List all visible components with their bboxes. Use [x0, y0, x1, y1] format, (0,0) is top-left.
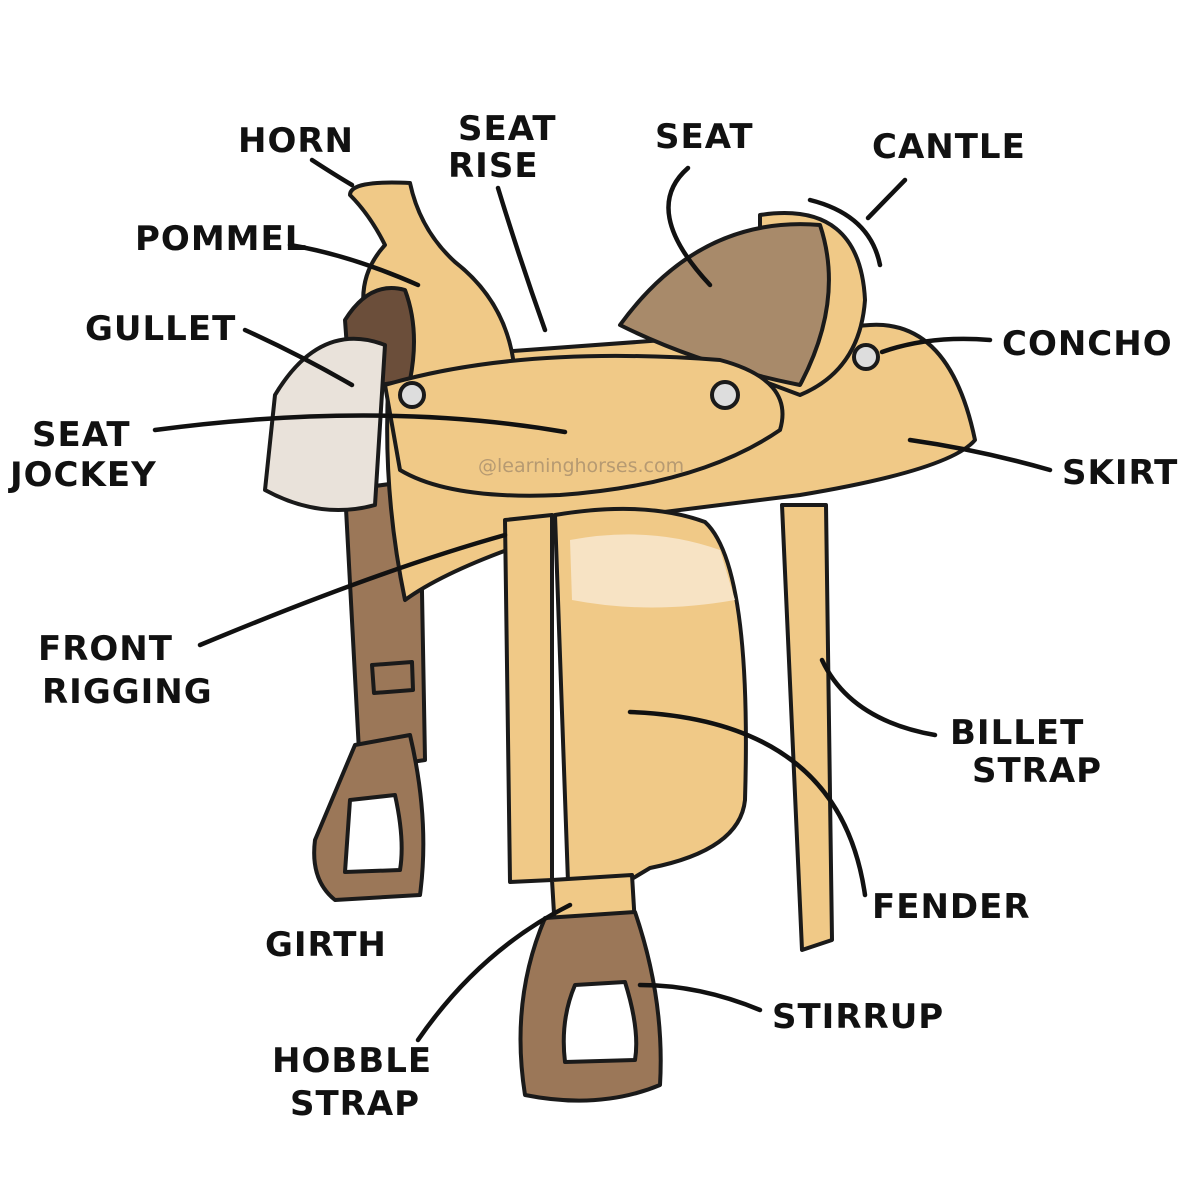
label-seat-jockey-2: JOCKEY — [8, 455, 157, 495]
label-billet-strap-1: BILLET — [950, 713, 1084, 753]
fender-highlight — [570, 534, 735, 608]
label-cantle: CANTLE — [872, 127, 1026, 167]
label-fender: FENDER — [872, 887, 1031, 927]
left-stirrup-inner — [343, 793, 404, 874]
girth-buckle — [370, 660, 415, 695]
seat-jockey-fleece — [263, 336, 387, 512]
label-skirt: SKIRT — [1062, 453, 1178, 493]
label-pommel: POMMEL — [135, 219, 307, 259]
label-front-rigging-1: FRONT — [38, 629, 173, 669]
stirrup-inner — [561, 980, 639, 1064]
watermark: @learninghorses.com — [478, 455, 684, 477]
label-seat-rise-2: RISE — [448, 146, 539, 186]
label-billet-strap-2: STRAP — [972, 751, 1102, 791]
seat-jockey — [383, 353, 785, 498]
concho-back — [852, 343, 880, 371]
label-hobble-strap-2: STRAP — [290, 1084, 420, 1124]
label-hobble-strap-1: HOBBLE — [272, 1041, 432, 1081]
label-girth: GIRTH — [265, 925, 387, 965]
label-front-rigging-2: RIGGING — [42, 672, 213, 712]
front-rigging-strap — [503, 513, 554, 884]
billet-strap — [780, 503, 834, 952]
concho-middle — [710, 380, 740, 410]
concho-front — [398, 381, 426, 409]
label-stirrup: STIRRUP — [772, 997, 944, 1037]
label-seat: SEAT — [655, 117, 754, 157]
label-seat-jockey-1: SEAT — [32, 415, 131, 455]
label-concho: CONCHO — [1002, 324, 1173, 364]
label-gullet: GULLET — [85, 309, 236, 349]
label-seat-rise-1: SEAT — [458, 109, 557, 149]
label-horn: HORN — [238, 121, 354, 161]
leader-lines — [152, 157, 1053, 1043]
